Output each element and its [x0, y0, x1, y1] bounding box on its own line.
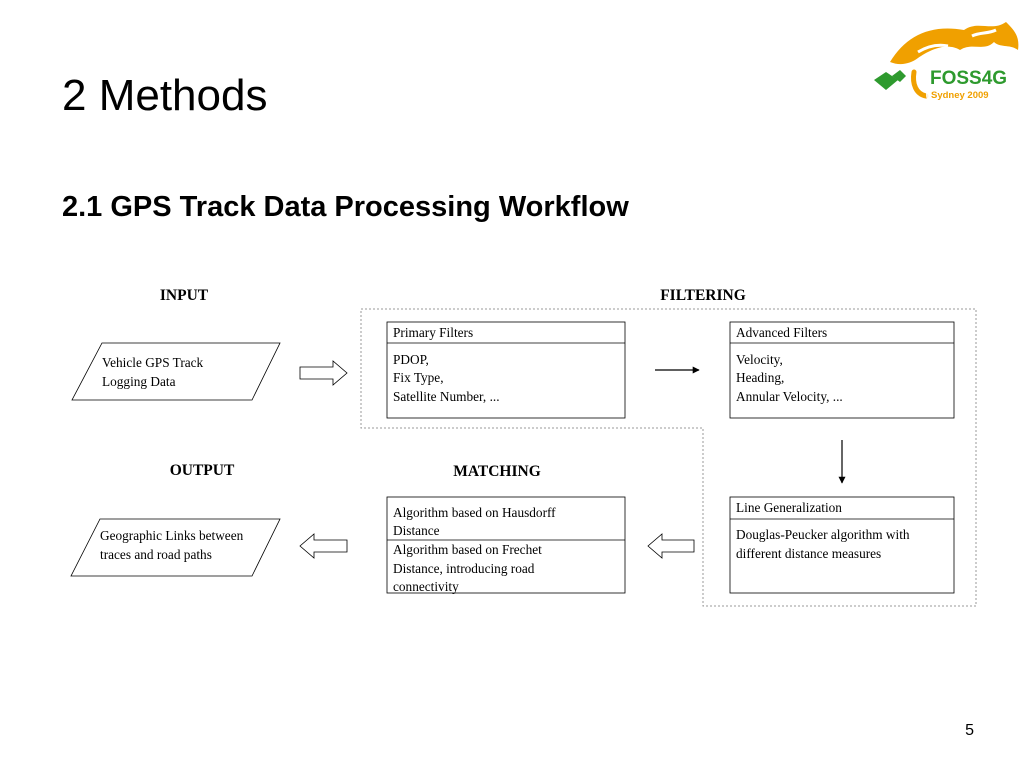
input-data-node: Vehicle GPS Track Logging Data [71, 342, 281, 401]
logo-text: FOSS4G [930, 68, 1007, 89]
hausdorff-line-2: Distance [393, 523, 440, 538]
matching-algorithms-box: Algorithm based on Hausdorff Distance Al… [386, 496, 626, 594]
primary-filters-line-1: PDOP, [393, 352, 429, 367]
arrow-generalization-to-matching [647, 533, 695, 559]
hausdorff-line-1: Algorithm based on Hausdorff [393, 505, 556, 520]
section-label-matching: MATCHING [453, 463, 541, 480]
frechet-line-2: Distance, introducing road [393, 561, 535, 576]
primary-filters-box: Primary Filters PDOP, Fix Type, Satellit… [386, 321, 626, 419]
output-data-line-2: traces and road paths [100, 547, 212, 562]
line-generalization-line-1: Douglas-Peucker algorithm with [736, 527, 910, 542]
input-data-line-1: Vehicle GPS Track [102, 355, 204, 370]
arrow-input-to-filtering [299, 360, 348, 386]
section-label-input: INPUT [160, 287, 209, 304]
primary-filters-title: Primary Filters [393, 325, 473, 340]
advanced-filters-line-1: Velocity, [736, 352, 783, 367]
logo-brush-mark [890, 22, 1019, 99]
primary-filters-line-2: Fix Type, [393, 370, 444, 385]
section-label-output: OUTPUT [170, 462, 235, 479]
logo-subtext: Sydney 2009 [931, 90, 989, 101]
processing-group-outline [360, 308, 977, 607]
advanced-filters-line-2: Heading, [736, 370, 784, 385]
input-data-line-2: Logging Data [102, 374, 176, 389]
line-generalization-box: Line Generalization Douglas-Peucker algo… [729, 496, 955, 594]
advanced-filters-line-3: Annular Velocity, ... [736, 389, 843, 404]
primary-filters-line-3: Satellite Number, ... [393, 389, 500, 404]
slide-title: 2 Methods [62, 71, 268, 120]
logo-green-mark [874, 70, 906, 90]
slide-subtitle: 2.1 GPS Track Data Processing Workflow [62, 191, 629, 223]
arrow-matching-to-output [299, 533, 348, 559]
advanced-filters-box: Advanced Filters Velocity, Heading, Annu… [729, 321, 955, 419]
advanced-filters-title: Advanced Filters [736, 325, 827, 340]
line-generalization-title: Line Generalization [736, 500, 842, 515]
output-data-line-1: Geographic Links between [100, 528, 244, 543]
frechet-line-3: connectivity [393, 579, 459, 594]
foss4g-logo: FOSS4G Sydney 2009 [874, 22, 1019, 101]
frechet-line-1: Algorithm based on Frechet [393, 542, 542, 557]
page-number: 5 [965, 722, 974, 739]
section-label-filtering: FILTERING [660, 287, 746, 304]
line-generalization-line-2: different distance measures [736, 546, 881, 561]
output-data-node: Geographic Links between traces and road… [70, 518, 281, 577]
